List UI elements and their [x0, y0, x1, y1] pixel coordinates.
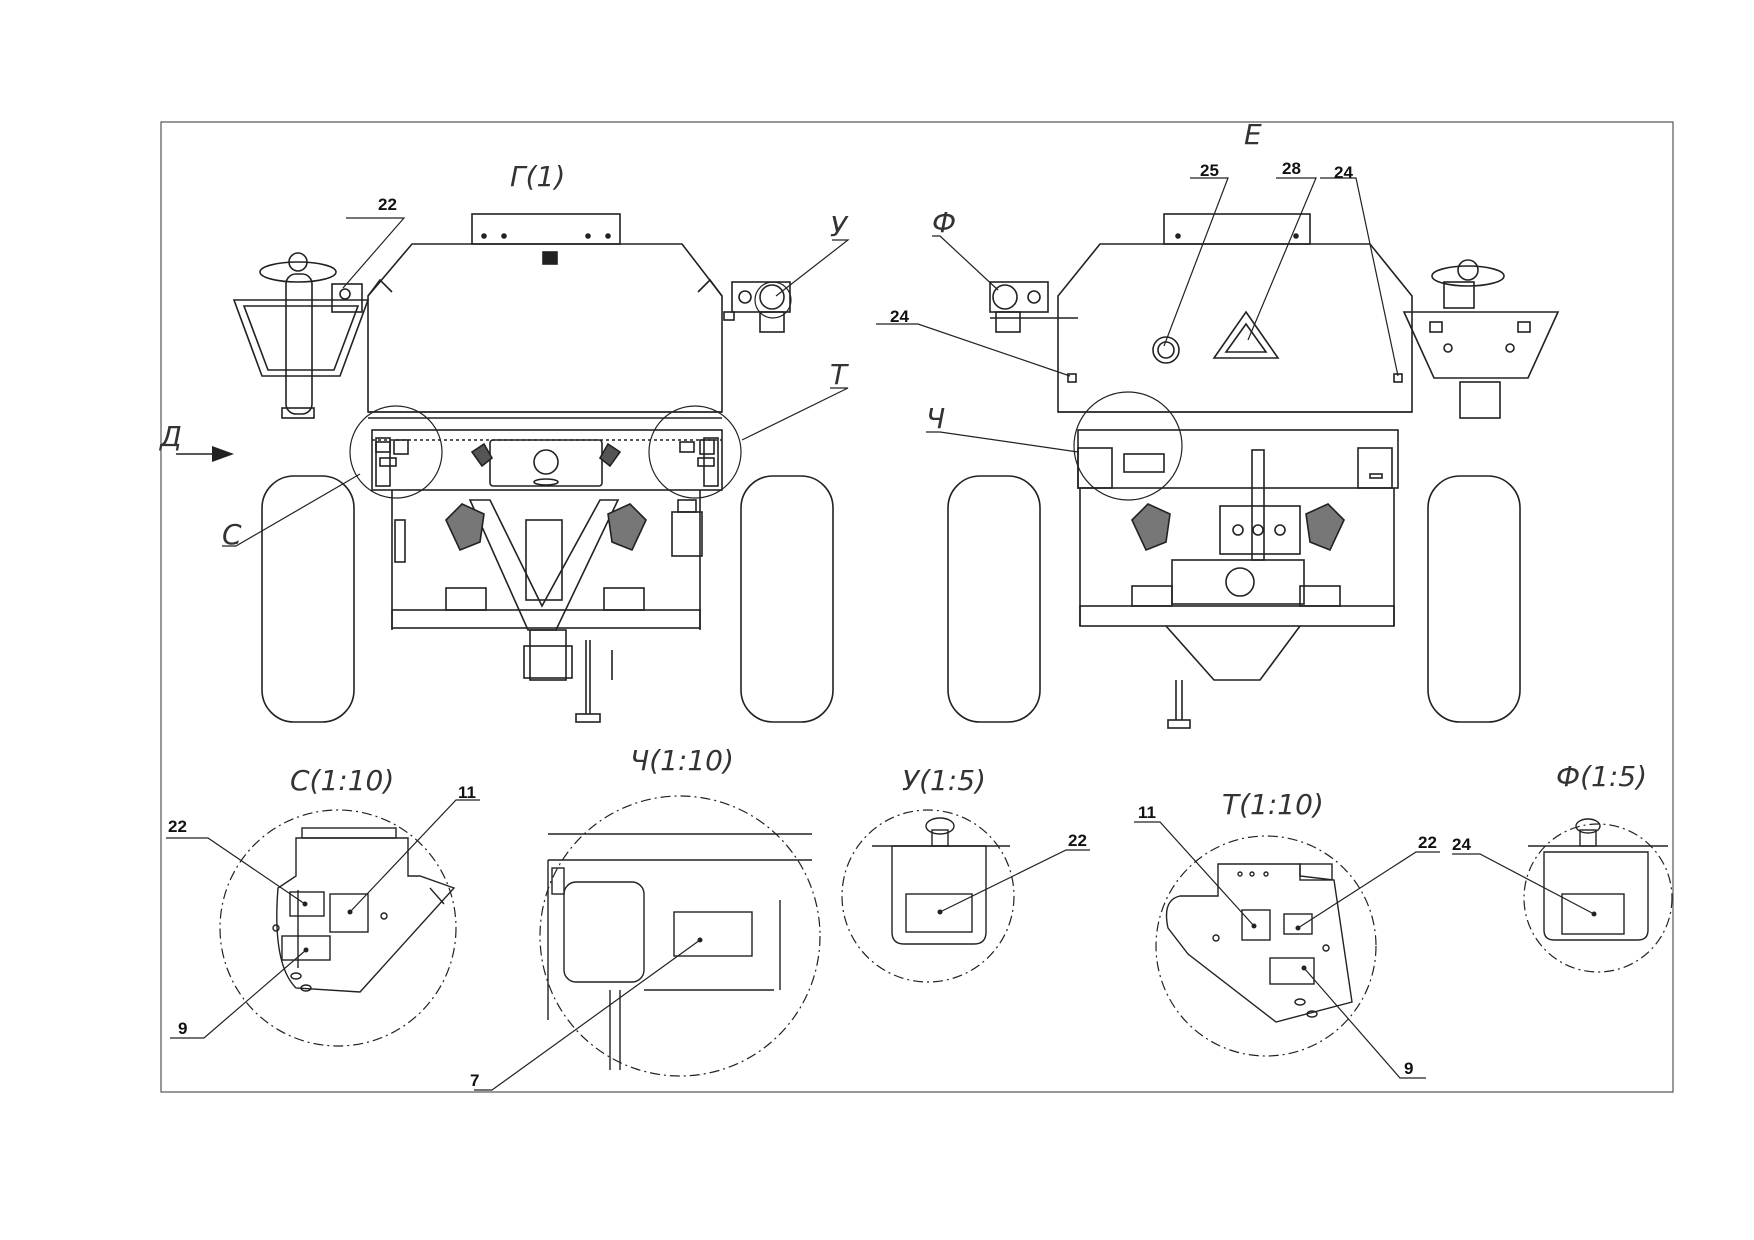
detail-u [841, 809, 1090, 983]
detail-t-title: Т(1:10) [1222, 788, 1324, 821]
rear-right-spreader-bin [1402, 311, 1560, 379]
c-plate-9 [281, 935, 331, 961]
num-u-22: 22 [1068, 831, 1087, 850]
num-f-24: 24 [1452, 835, 1471, 854]
num-c-9: 9 [178, 1019, 187, 1038]
f-plate-24 [1561, 893, 1625, 935]
num-rear-25: 25 [1200, 161, 1219, 180]
num-rear-28: 28 [1282, 159, 1301, 178]
num-c-11: 11 [458, 783, 476, 802]
c-plate-22 [289, 891, 325, 917]
detail-ch-title: Ч(1:10) [630, 744, 734, 777]
callout-f-label: Ф [932, 206, 956, 239]
front-callout-circle-t [648, 405, 742, 499]
front-callout-circle-u [754, 281, 792, 319]
rear-view-title: Е [1244, 118, 1262, 151]
rear-leader-lines [876, 177, 1399, 453]
front-view-title: Г(1) [510, 160, 565, 193]
num-t-22: 22 [1418, 833, 1437, 852]
ch-plate-7 [673, 911, 753, 957]
drawing-frame [160, 121, 1674, 1093]
front-view [232, 213, 834, 723]
detail-u-title: У(1:5) [902, 764, 986, 797]
detail-ch [474, 795, 821, 1091]
num-t-11: 11 [1138, 803, 1156, 822]
detail-f [1452, 818, 1673, 973]
t-plate-11 [1241, 909, 1271, 941]
front-hopper-body [367, 243, 723, 413]
detail-f-title: Ф(1:5) [1556, 760, 1647, 793]
arrow-d-label: Д [158, 420, 182, 453]
t-plate-9 [1269, 957, 1315, 985]
num-front-22: 22 [378, 195, 397, 214]
num-rear-24-left: 24 [890, 307, 909, 326]
detail-c [166, 799, 480, 1047]
rear-callout-circle-ch [1073, 391, 1183, 501]
callout-t-label: Т [830, 358, 849, 391]
num-t-9: 9 [1404, 1059, 1413, 1078]
num-ch-7: 7 [470, 1071, 479, 1090]
rear-towing-frame [1165, 625, 1301, 681]
rear-view [947, 213, 1560, 729]
t-plate-22 [1283, 913, 1313, 935]
num-c-22: 22 [168, 817, 187, 836]
detail-t [1134, 821, 1440, 1079]
front-callout-circle-c [349, 405, 443, 499]
front-leader-lines [222, 217, 850, 547]
front-left-wheel [261, 475, 355, 723]
c-plate-11 [329, 893, 369, 933]
callout-c-label: С [222, 518, 242, 551]
rear-left-wheel [947, 475, 1041, 723]
warning-triangle-sign [1212, 310, 1280, 359]
arrow-d [176, 446, 234, 462]
detail-c-title: С(1:10) [290, 764, 394, 797]
num-rear-24-right: 24 [1334, 163, 1353, 182]
front-left-spreader-bin [232, 299, 370, 377]
u-plate-22 [905, 893, 973, 933]
callout-ch-label: Ч [926, 402, 945, 435]
callout-u-label: У [830, 210, 849, 243]
front-right-wheel [740, 475, 834, 723]
rear-right-wheel [1427, 475, 1521, 723]
